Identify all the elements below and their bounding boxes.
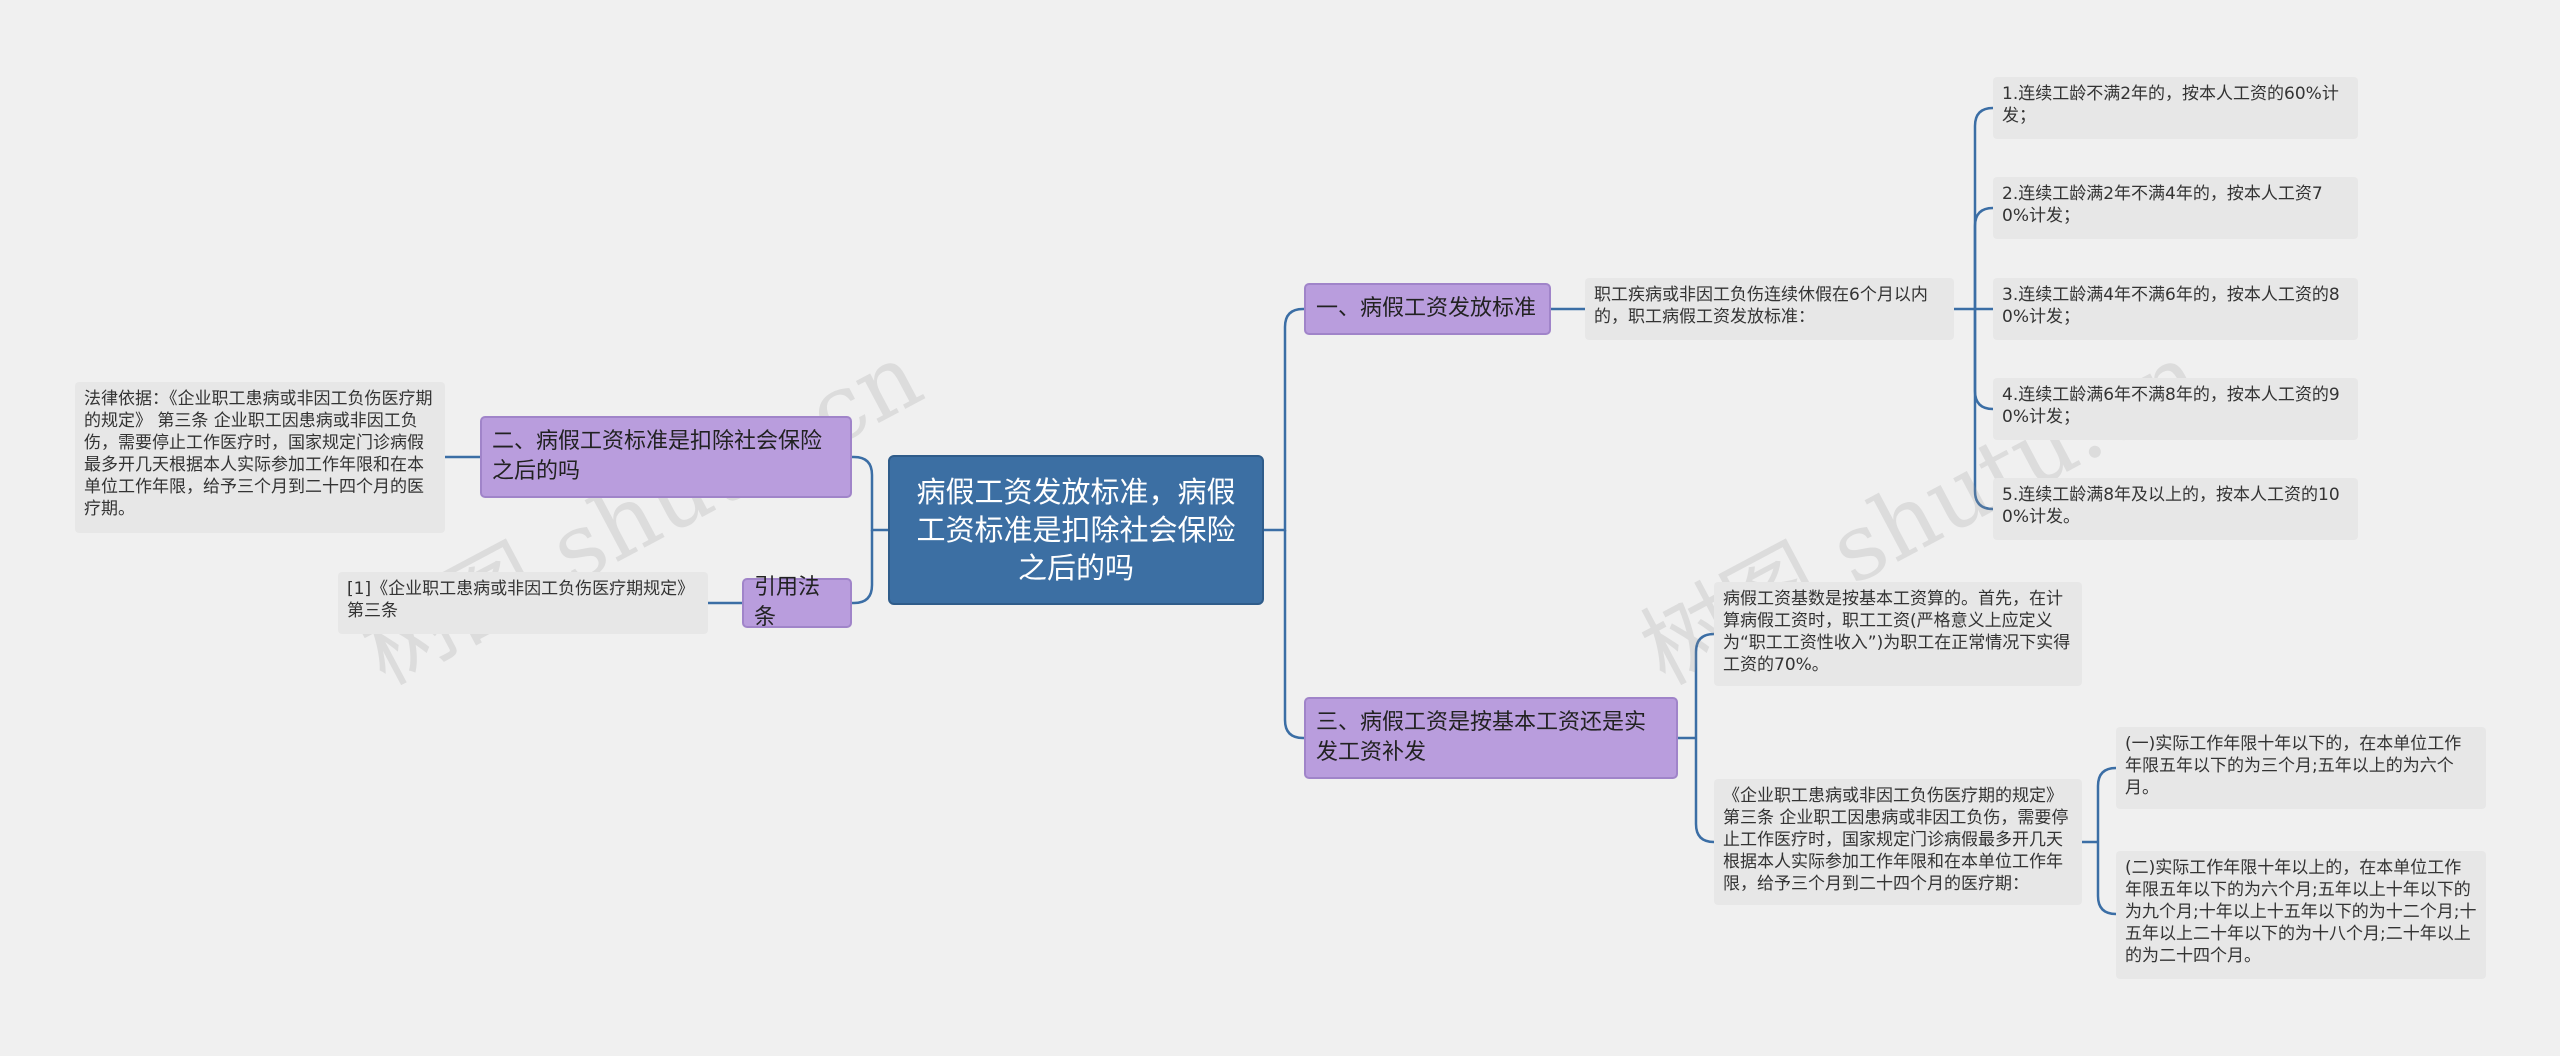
leaf-medical-period-rule[interactable]: 《企业职工患病或非因工负伤医疗期的规定》 第三条 企业职工因患病或非因工负伤，需… (1714, 779, 2082, 905)
leaf-pay-base[interactable]: 病假工资基数是按基本工资算的。首先，在计算病假工资时，职工工资(严格意义上应定义… (1714, 582, 2082, 686)
leaf-standard-item[interactable]: 4.连续工龄满6年不满8年的，按本人工资的90%计发； (1993, 378, 2358, 440)
link-sub1 (2096, 766, 2117, 842)
link-sub2 (2096, 842, 2117, 916)
leaf-medical-period-sub[interactable]: (一)实际工作年限十年以下的，在本单位工作年限五年以下的为三个月;五年以上的为六… (2116, 727, 2486, 809)
link-root-b2 (1283, 530, 1304, 740)
leaf-standard-item[interactable]: 5.连续工龄满8年及以上的，按本人工资的100%计发。 (1993, 478, 2358, 540)
link-item2 (1973, 206, 1994, 309)
branch-cited-law[interactable]: 引用法条 (742, 575, 852, 630)
leaf-standard-item[interactable]: 1.连续工龄不满2年的，按本人工资的60%计发； (1993, 77, 2358, 139)
link-item4 (1973, 309, 1994, 411)
link-b2-rule (1694, 738, 1715, 844)
branch-base-or-actual-pay[interactable]: 三、病假工资是按基本工资还是实发工资补发 (1304, 697, 1678, 779)
link-item1 (1973, 106, 1994, 309)
leaf-medical-period-sub[interactable]: (二)实际工作年限十年以上的，在本单位工作年限五年以下的为六个月;五年以上十年以… (2116, 851, 2486, 979)
leaf-cited-law[interactable]: [1]《企业职工患病或非因工负伤医疗期规定》 第三条 (338, 572, 708, 634)
branch-after-social-insurance[interactable]: 二、病假工资标准是扣除社会保险之后的吗 (480, 416, 852, 498)
link-item5 (1973, 309, 1994, 511)
link-b2-base (1694, 632, 1715, 738)
root-topic[interactable]: 病假工资发放标准，病假工资标准是扣除社会保险之后的吗 (888, 455, 1264, 605)
link-root-b4 (852, 530, 874, 605)
leaf-standard-intro[interactable]: 职工疾病或非因工负伤连续休假在6个月以内的，职工病假工资发放标准： (1585, 278, 1954, 340)
leaf-standard-item[interactable]: 2.连续工龄满2年不满4年的，按本人工资70%计发； (1993, 177, 2358, 239)
leaf-standard-item[interactable]: 3.连续工龄满4年不满6年的，按本人工资的80%计发； (1993, 278, 2358, 340)
branch-sick-pay-standard[interactable]: 一、病假工资发放标准 (1304, 283, 1551, 335)
link-root-b1 (1264, 307, 1304, 532)
leaf-legal-basis[interactable]: 法律依据：《企业职工患病或非因工负伤医疗期的规定》 第三条 企业职工因患病或非因… (75, 382, 445, 533)
link-root-b3 (852, 455, 888, 532)
